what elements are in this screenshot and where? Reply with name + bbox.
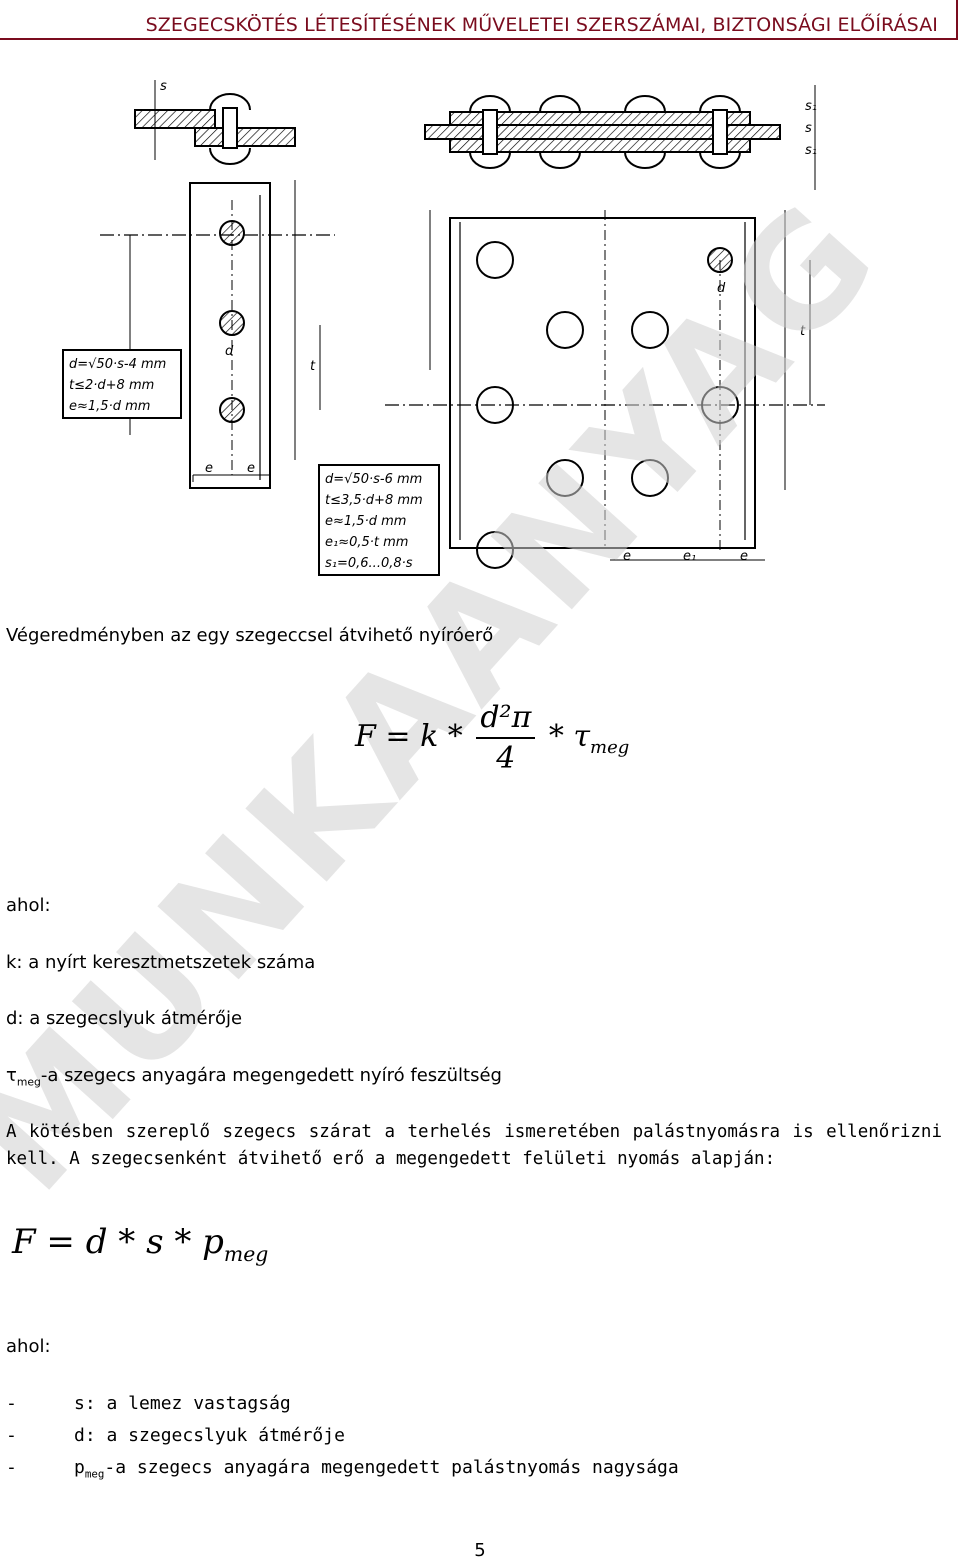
list-dash: -	[6, 1393, 17, 1414]
list-dash: -	[6, 1457, 17, 1478]
label-d-left: d	[225, 344, 234, 359]
label-d-right: d	[717, 281, 726, 296]
label-t-right: t	[800, 324, 806, 339]
where1-label: ahol:	[6, 895, 51, 916]
right-note-e1: e₁≈0,5·t mm	[325, 535, 408, 550]
list-item: - s: a lemez vastagság	[6, 1393, 291, 1414]
label-s1-bottom: s₁	[805, 143, 817, 158]
label-s: s	[160, 79, 167, 94]
riveted-joint-drawing: d=√50·s-4 mm t≤2·d+8 mm e≈1,5·d mm s d t…	[55, 70, 845, 590]
label-e1-right: e₁	[683, 549, 696, 564]
left-note-t: t≤2·d+8 mm	[69, 378, 154, 393]
list-symbol-sub: meg	[84, 1467, 105, 1481]
formula1-star2: *	[548, 719, 564, 754]
shear-force-formula: F = k * d²π 4 * τmeg	[355, 700, 629, 776]
right-note-d: d=√50·s-6 mm	[325, 472, 422, 487]
right-note-t: t≤3,5·d+8 mm	[325, 493, 423, 508]
label-e-right-2: e	[740, 549, 748, 564]
formula1-tau-sub: meg	[590, 737, 630, 758]
formula1-star1: *	[447, 719, 463, 754]
label-e-right-1: e	[623, 549, 631, 564]
list-text: -a szegecs anyagára megengedett palástny…	[104, 1457, 679, 1478]
where1-tau-symbol: τ	[6, 1065, 17, 1086]
riveted-joint-svg: d=√50·s-4 mm t≤2·d+8 mm e≈1,5·d mm s d t…	[62, 79, 825, 576]
label-s1-top: s₁	[805, 99, 817, 114]
list-item: - d: a szegecslyuk átmérője	[6, 1425, 345, 1446]
formula1-lhs: F	[355, 719, 376, 754]
label-s-mid: s	[805, 121, 812, 136]
list-item: - pmeg-a szegecs anyagára megengedett pal…	[6, 1457, 679, 1481]
label-e-left-2: e	[247, 461, 255, 476]
list-dash: -	[6, 1425, 17, 1446]
label-t-left: t	[310, 359, 316, 374]
list-text: d: a szegecslyuk átmérője	[74, 1425, 345, 1446]
formula2-sub: meg	[223, 1241, 269, 1266]
where1-tau-text: -a szegecs anyagára megengedett nyíró fe…	[40, 1065, 502, 1086]
header-title: SZEGECSKÖTÉS LÉTESÍTÉSÉNEK MŰVELETEI SZE…	[145, 14, 938, 36]
where1-tau: τmeg-a szegecs anyagára megengedett nyír…	[6, 1065, 502, 1089]
where2-label: ahol:	[6, 1336, 51, 1357]
where1-tau-sub: meg	[16, 1075, 41, 1089]
formula1-denominator: 4	[496, 741, 516, 776]
formula1-k: k	[420, 719, 439, 754]
formula1-eq: =	[385, 719, 411, 754]
right-note-e: e≈1,5·d mm	[325, 514, 406, 529]
formula2-text: F = d * s * p	[12, 1222, 224, 1262]
formula1-numerator: d²π	[476, 700, 536, 739]
bearing-force-formula: F = d * s * pmeg	[12, 1222, 268, 1266]
intro-text: Végeredményben az egy szegeccsel átvihet…	[6, 625, 494, 646]
list-text: s: a lemez vastagság	[74, 1393, 291, 1414]
page-header: SZEGECSKÖTÉS LÉTESÍTÉSÉNEK MŰVELETEI SZE…	[0, 0, 958, 40]
left-note-e: e≈1,5·d mm	[69, 399, 150, 414]
where1-d: d: a szegecslyuk átmérője	[6, 1008, 243, 1029]
where1-k: k: a nyírt keresztmetszetek száma	[6, 952, 316, 973]
left-note-d: d=√50·s-4 mm	[69, 357, 166, 372]
formula1-tau: τ	[573, 719, 590, 754]
paragraph: A kötésben szereplő szegecs szárat a ter…	[6, 1122, 942, 1169]
page-number: 5	[474, 1540, 486, 1561]
right-note-s1: s₁=0,6...0,8·s	[325, 556, 413, 571]
label-e-left-1: e	[205, 461, 213, 476]
formula1-fraction: d²π 4	[476, 700, 536, 776]
list-symbol: p	[74, 1457, 85, 1478]
